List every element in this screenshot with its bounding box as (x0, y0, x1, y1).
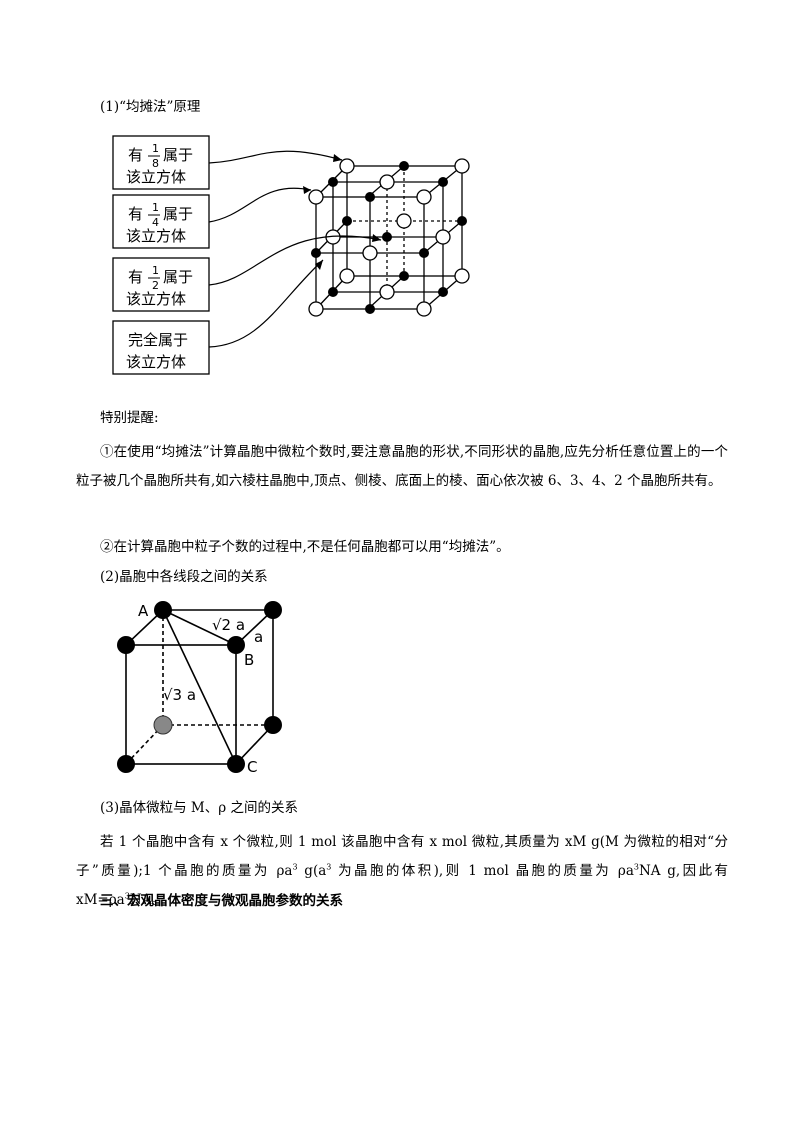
label-box-fully: 完全属于 该立方体 (112, 320, 210, 375)
svg-text:属于: 属于 (163, 268, 193, 286)
svg-text:该立方体: 该立方体 (126, 227, 186, 245)
svg-text:8: 8 (152, 157, 159, 170)
svg-text:1: 1 (152, 264, 159, 277)
section3-heading: (3)晶体微粒与 M、ρ 之间的关系 (100, 800, 298, 816)
lattice-open-atoms (308, 158, 470, 317)
svg-text:该立方体: 该立方体 (126, 353, 186, 371)
svg-text:属于: 属于 (163, 205, 193, 223)
section-three-title: 三、宏观晶体密度与微观晶胞参数的关系 (100, 893, 343, 909)
label-box-one-eighth: 有 1 8 属于 该立方体 (112, 135, 210, 190)
svg-text:该立方体: 该立方体 (126, 290, 186, 308)
label-body-diagonal: √3 a (163, 686, 196, 704)
svg-text:1: 1 (152, 201, 159, 214)
svg-text:4: 4 (152, 216, 159, 229)
atom-A (154, 601, 172, 619)
label-box-one-quarter: 有 1 4 属于 该立方体 (112, 194, 210, 249)
cube-segment-figure: A B C a √2 a √3 a (117, 601, 282, 776)
atom-B (227, 636, 245, 654)
label-B: B (244, 651, 254, 669)
section1-heading: (1)“均摊法”原理 (100, 99, 201, 115)
label-C: C (247, 758, 257, 776)
label-A: A (138, 602, 149, 620)
label-face-diagonal: √2 a (212, 616, 245, 634)
reminder-paragraph-2: ②在计算晶胞中粒子个数的过程中,不是任何晶胞都可以用“均摊法”。 (100, 539, 510, 555)
svg-text:1: 1 (152, 142, 159, 155)
svg-text:该立方体: 该立方体 (126, 168, 186, 186)
atom-C (227, 755, 245, 773)
lattice-filled-atoms (311, 161, 467, 314)
reminder-title: 特别提醒: (100, 410, 159, 426)
section3-paragraph: 若 1 个晶胞中含有 x 个微粒,则 1 mol 该晶胞中含有 x mol 微粒… (76, 834, 728, 908)
svg-text:有: 有 (128, 268, 143, 286)
unit-cell-apportion-figure: 有 1 8 属于 该立方体 有 1 4 属于 该立方体 有 1 2 属于 该立方… (112, 135, 470, 375)
pointer-arrows (208, 150, 382, 348)
reminder-paragraph-1: ①在使用“均摊法”计算晶胞中微粒个数时,要注意晶胞的形状,不同形状的晶胞,应先分… (76, 444, 728, 489)
label-edge-a: a (254, 628, 263, 646)
svg-text:2: 2 (152, 279, 159, 292)
svg-text:有: 有 (128, 205, 143, 223)
section2-heading: (2)晶胞中各线段之间的关系 (100, 569, 268, 585)
label-box-one-half: 有 1 2 属于 该立方体 (112, 257, 210, 312)
svg-text:完全属于: 完全属于 (128, 331, 188, 349)
svg-text:有: 有 (128, 146, 143, 164)
svg-text:属于: 属于 (163, 146, 193, 164)
